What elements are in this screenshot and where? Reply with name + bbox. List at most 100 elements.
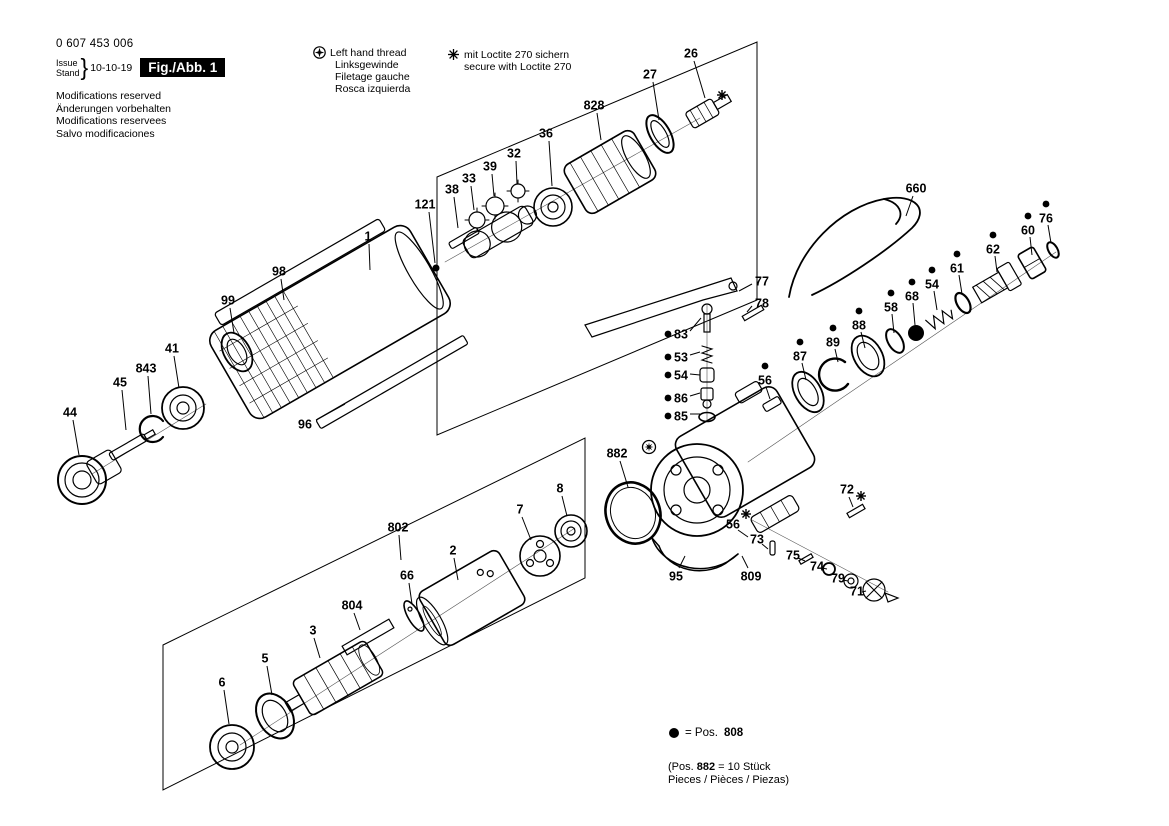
part-843-retaining-ring [138,414,165,444]
part-label: 86 [674,391,688,405]
leader-line [860,331,866,349]
pos-dot-icon [669,728,679,738]
part-828-sleeve [563,129,657,215]
note-prefix: (Pos. [668,761,694,773]
leader-line [905,195,914,217]
leader-line [72,419,80,456]
part-39-gear [481,192,509,220]
leader-line [315,403,346,421]
frame-lower [162,437,586,791]
part-label: 83 [674,327,688,341]
part-label: 75 [786,548,800,562]
part-121-screw [432,264,440,272]
leader-line [765,386,771,400]
part-label: 39 [483,159,497,173]
callout-layer: 2627828363239333812119899418434544966607… [63,46,1053,725]
part-label: 38 [445,182,459,196]
pos-808-dot [664,330,672,338]
stand-label: Stand [56,67,80,78]
part-label: 96 [298,417,312,431]
quantity-note-line2: Pieces / Pièces / Piezas) [668,774,790,786]
part-label: 809 [741,569,762,583]
frame-upper [436,41,758,436]
part-1-housing [208,224,452,420]
leader-line [848,496,854,508]
leader-line [521,516,532,541]
note-value: 882 [696,761,716,773]
part-label: 56 [726,517,740,531]
part-76-oring [1046,241,1060,259]
part-label: 660 [906,181,927,195]
leader-line [994,255,998,273]
legend-loctite: mit Loctite 270 sichern secure with Loct… [447,49,571,73]
leader-line [561,495,568,517]
leader-line [738,283,753,292]
part-label: 2 [450,543,457,557]
part-label: 44 [63,405,77,419]
leader-line [453,196,459,229]
part-98-strip [214,218,386,326]
part-label: 8 [557,481,564,495]
part-75-pin [798,552,814,566]
pos-808-dot [664,371,672,379]
leader-line [229,307,235,334]
part-32-gear [506,179,530,203]
leader-line [958,274,963,295]
part-label: 79 [831,571,845,585]
part-74-ring [822,562,836,576]
part-label: 76 [1039,211,1053,225]
issue-stand-labels: Issue Stand [56,58,80,78]
part-68-ball [908,325,924,341]
part-60-nut [1017,246,1047,280]
leader-line [266,665,273,696]
part-66-plate [403,600,425,632]
part-73-pin [769,540,776,556]
part-77-lever [584,277,738,338]
legend-text: Left hand thread [330,47,407,59]
part-61-oring [954,291,972,315]
pos-808-dot [855,307,863,315]
pos-808-dot [1042,200,1050,208]
part-36-bearing [533,187,573,227]
leader-line [689,351,701,356]
loctite-mark [741,509,751,519]
legend-text: secure with Loctite 270 [464,61,572,73]
legend-row: mit Loctite 270 sichern [447,49,571,61]
gear-shaft-assembly [462,205,538,259]
part-26-shaft [685,93,733,129]
legend-text: Rosca izquierda [335,83,411,95]
leader-line [491,173,495,197]
leader-line [861,590,867,593]
part-58-washer [885,328,905,354]
part-label: 53 [674,350,688,364]
pos-808-dot [887,289,895,297]
part-label: 843 [136,361,157,375]
pos-808-dot [908,278,916,286]
part-33-gear [464,207,490,233]
leader-line [689,392,701,397]
part-660-wire-end [883,198,902,225]
part-label: 95 [669,569,683,583]
leader-line [173,355,180,389]
part-8-bearing [554,514,588,548]
part-3-rotor [284,640,384,716]
part-label: 98 [272,264,286,278]
leader-line [652,81,660,121]
part-56-stud [762,396,782,412]
note-line: Modifications reserved [56,90,162,102]
leader-line [121,389,127,431]
part-label: 58 [884,300,898,314]
leader-line [596,112,602,141]
left-hand-thread-icon [313,46,326,59]
part-label: 54 [674,368,688,382]
part-label: 77 [755,274,769,288]
part-label: 3 [310,623,317,637]
part-label: 89 [826,335,840,349]
title-block: 0 607 453 006 Issue Stand } 10-10-19 Fig… [56,38,226,140]
part-44-coupling [57,449,122,505]
part-62-fitting [971,261,1022,304]
leader-line [741,555,749,569]
part-label: 121 [415,197,436,211]
pos-808-dot [989,231,997,239]
leader-line [834,348,839,363]
